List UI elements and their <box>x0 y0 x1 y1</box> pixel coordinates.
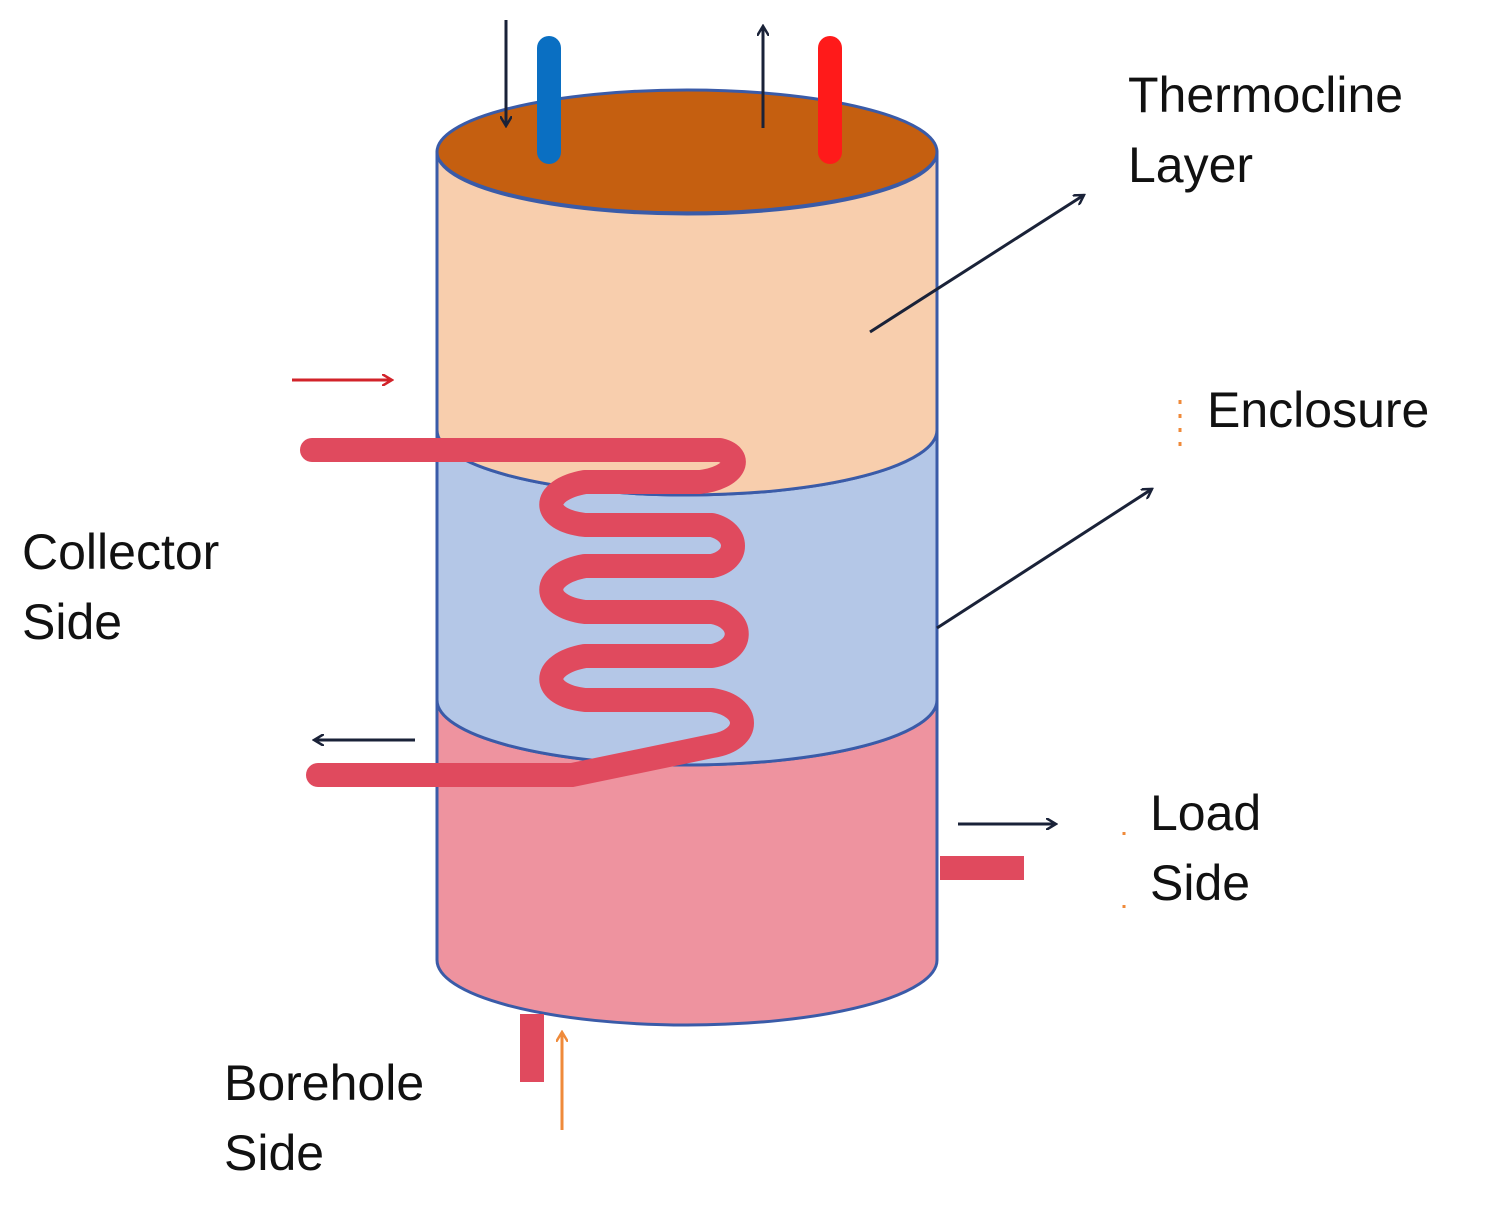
collector-label-line1: Collector <box>22 524 220 580</box>
collector-label-line2: Side <box>22 594 123 650</box>
enclosure-label-line1: Enclosure <box>1207 382 1430 438</box>
load-side-label: Load Side <box>1150 778 1261 918</box>
thermocline-label-line1: Thermocline <box>1128 67 1404 123</box>
thermocline-label-line2: Layer <box>1128 137 1254 193</box>
enclosure-label: Enclosure <box>1207 375 1429 445</box>
load-label-line2: Side <box>1150 855 1251 911</box>
borehole-label-line1: Borehole <box>224 1055 425 1111</box>
borehole-side-label: Borehole Side <box>224 1048 424 1188</box>
enclosure-pointer-arrow <box>936 489 1152 630</box>
tank-top-lid <box>435 88 939 216</box>
heat-exchanger-coil <box>300 438 754 787</box>
thermocline-layer-label: Thermocline Layer <box>1128 60 1403 200</box>
collector-side-label: Collector Side <box>22 517 219 657</box>
thermocline-pointer-arrow <box>869 195 1084 334</box>
load-label-line1: Load <box>1150 785 1262 841</box>
borehole-label-line2: Side <box>224 1125 325 1181</box>
